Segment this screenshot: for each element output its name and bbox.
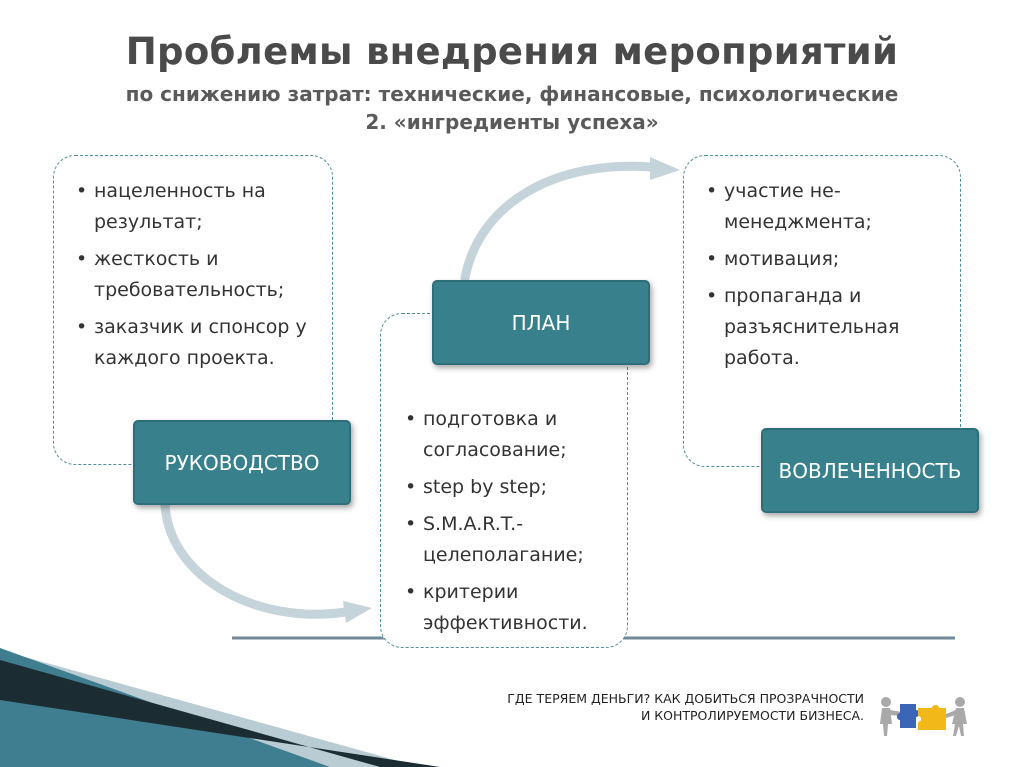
leadership-label: РУКОВОДСТВО <box>133 420 351 505</box>
list-item: критерии эффективности. <box>401 577 623 639</box>
footer-caption: ГДЕ ТЕРЯЕМ ДЕНЬГИ? КАК ДОБИТЬСЯ ПРОЗРАЧН… <box>430 690 864 724</box>
footer-line-1: ГДЕ ТЕРЯЕМ ДЕНЬГИ? КАК ДОБИТЬСЯ ПРОЗРАЧН… <box>507 691 864 706</box>
involvement-panel: участие не-менеджмента; мотивация; пропа… <box>683 155 961 467</box>
list-item: заказчик и спонсор у каждого проекта. <box>72 312 322 374</box>
list-item: мотивация; <box>702 244 952 275</box>
leadership-list: нацеленность на результат; жесткость и т… <box>72 176 322 380</box>
involvement-label: ВОВЛЕЧЕННОСТЬ <box>761 428 979 513</box>
page-title: Проблемы внедрения мероприятий <box>125 30 899 73</box>
plan-list: подготовка и согласование; step by step;… <box>401 404 623 645</box>
list-item: участие не-менеджмента; <box>702 176 952 238</box>
list-item: подготовка и согласование; <box>401 404 623 466</box>
arrow-plan-to-involvement <box>460 161 655 283</box>
page-subtitle-2: 2. «ингредиенты успеха» <box>365 110 659 134</box>
footer-line-2: И КОНТРОЛИРУЕМОСТИ БИЗНЕСА. <box>640 708 864 723</box>
plan-label: ПЛАН <box>432 280 650 365</box>
involvement-list: участие не-менеджмента; мотивация; пропа… <box>702 176 952 380</box>
list-item: пропаганда и разъяснительная работа. <box>702 281 952 374</box>
arrow-leadership-to-plan <box>160 500 350 619</box>
arrowhead-plan-to-involvement <box>650 157 680 180</box>
arrowhead-leadership-to-plan <box>343 601 372 623</box>
list-item: S.M.A.R.T.-целеполагание; <box>401 509 623 571</box>
leadership-panel: нацеленность на результат; жесткость и т… <box>53 155 333 465</box>
list-item: нацеленность на результат; <box>72 176 322 238</box>
list-item: жесткость и требовательность; <box>72 244 322 306</box>
page-subtitle: по снижению затрат: технические, финансо… <box>125 82 899 106</box>
puzzle-people-icon <box>880 697 967 736</box>
list-item: step by step; <box>401 472 623 503</box>
